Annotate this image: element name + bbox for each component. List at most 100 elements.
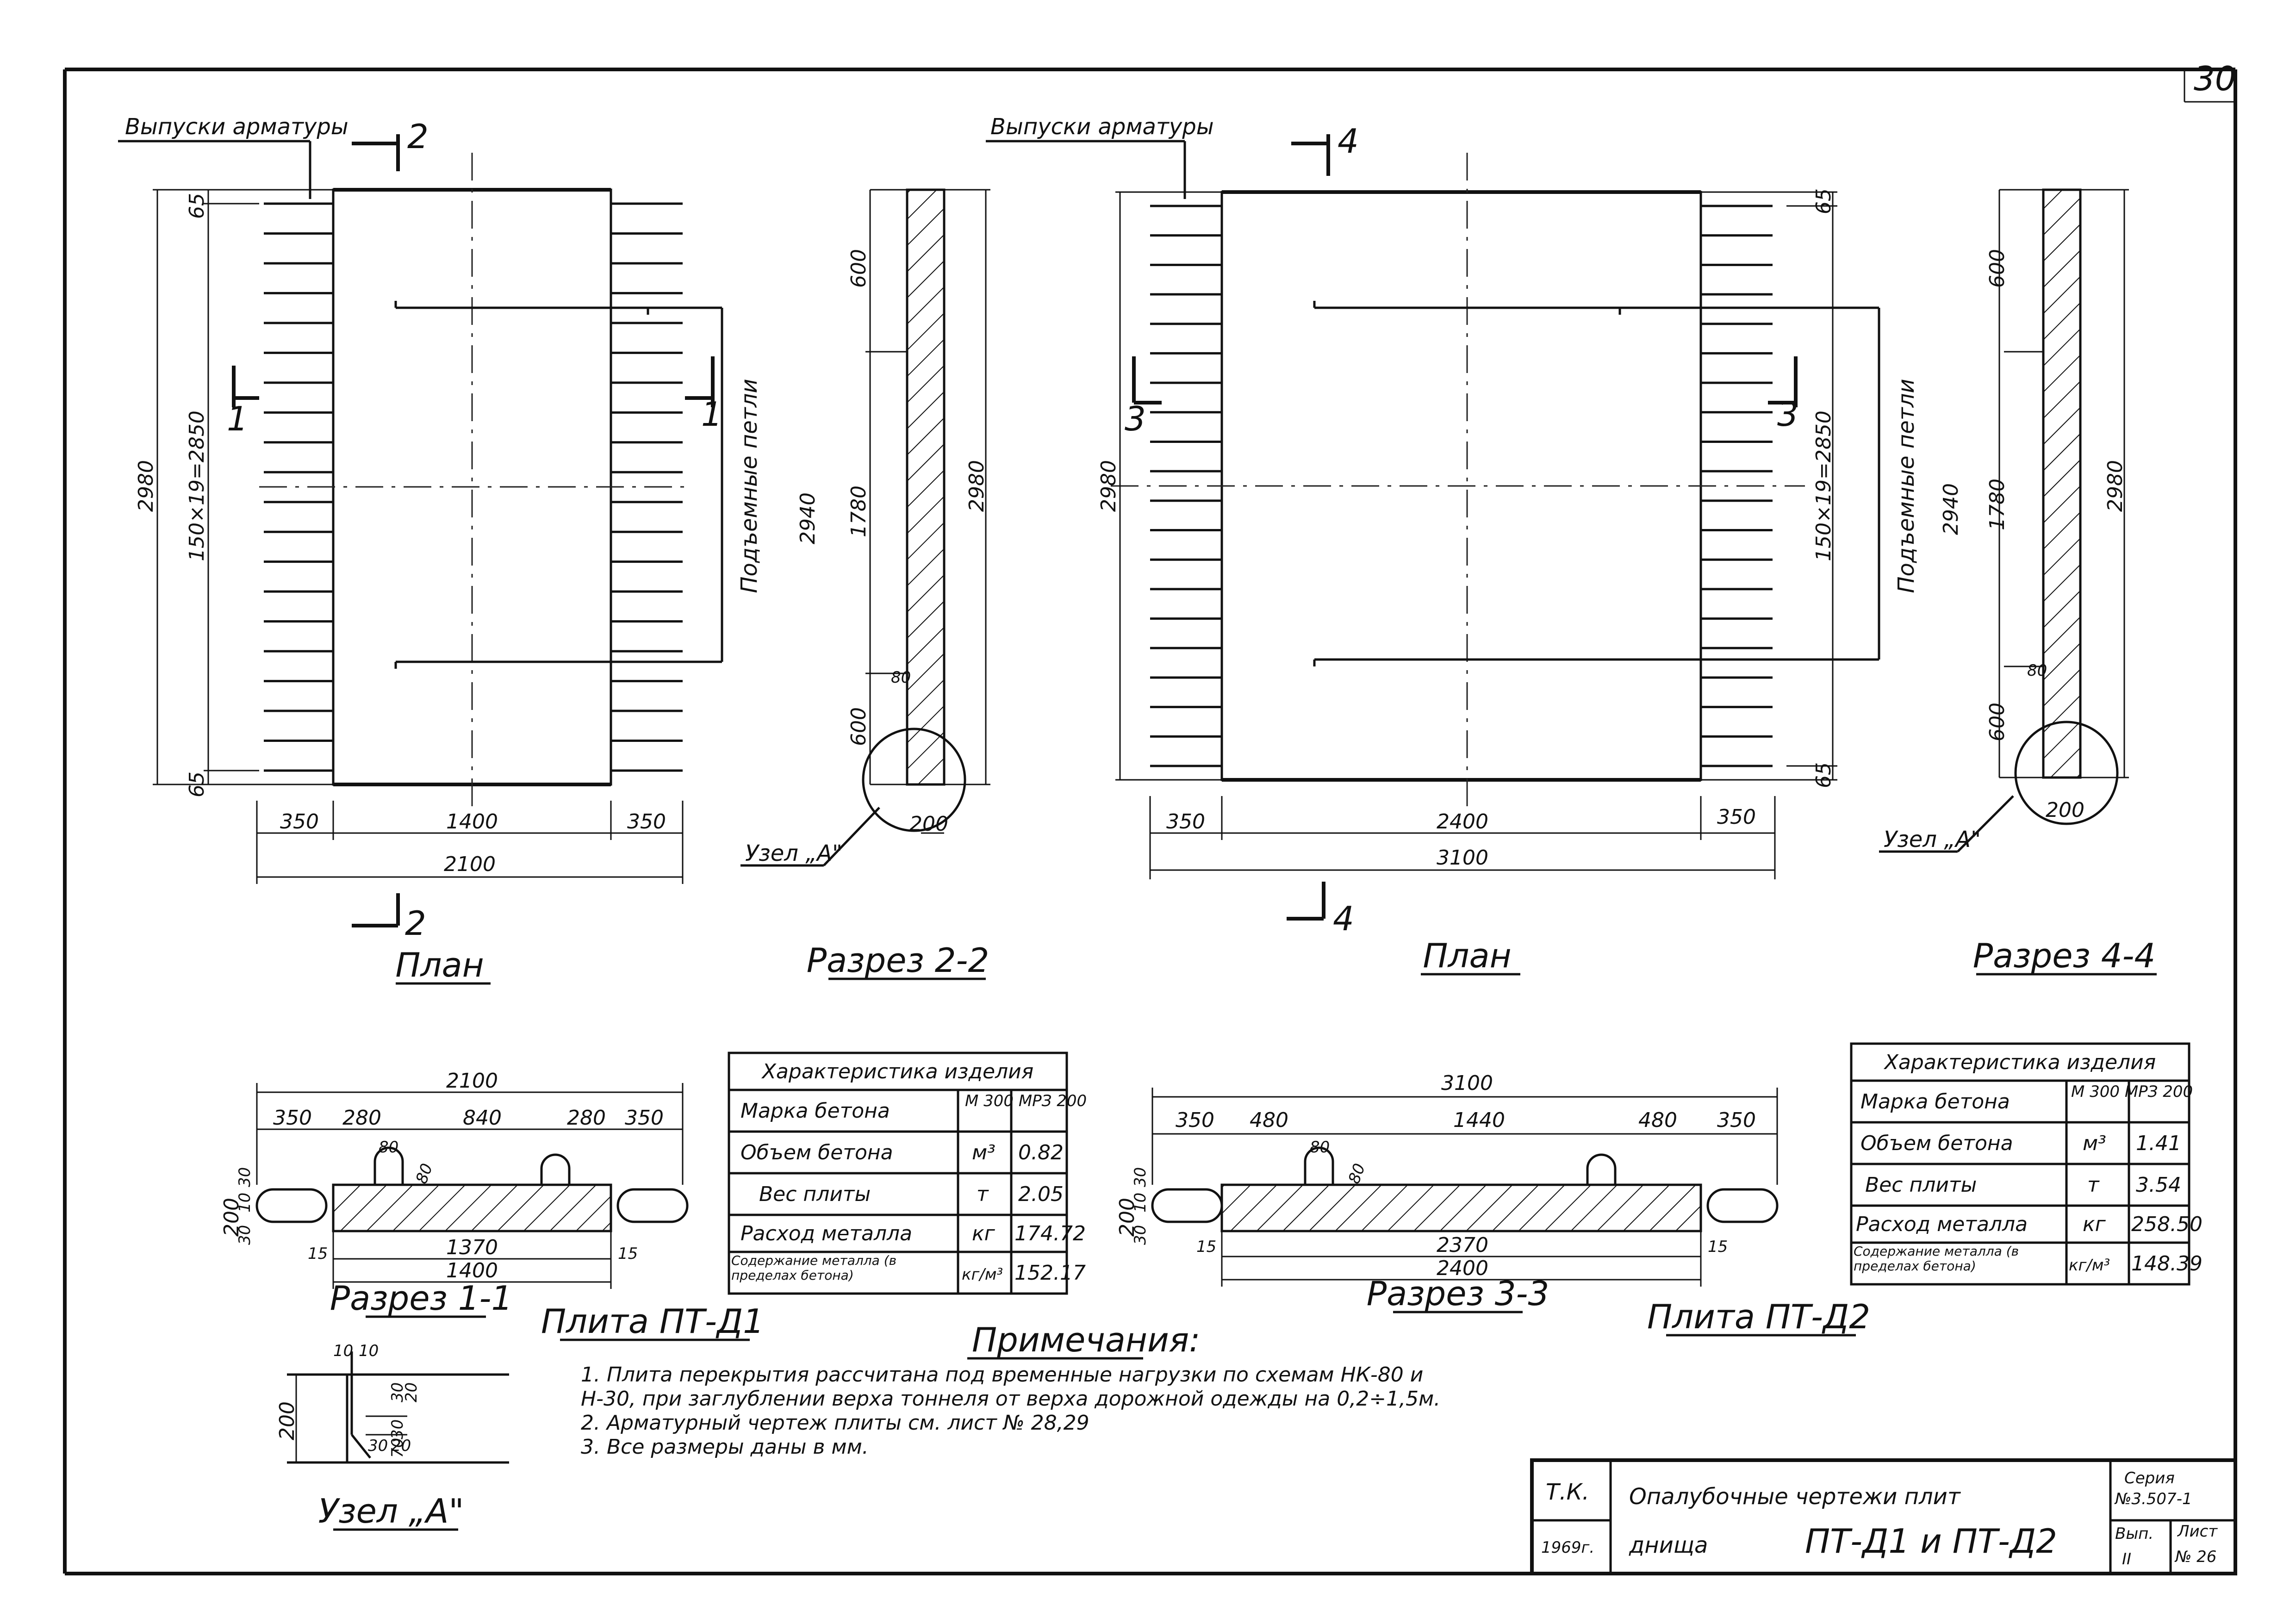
right-cut-3-left: 3 [1125,399,1146,438]
right-section-3-3 [1151,1088,1779,1287]
left-table-row4-unit: кг/м³ [962,1265,1003,1284]
right-table-row2-label: Вес плиты [1865,1173,1977,1197]
tb-title-line2: днища [1629,1532,1708,1558]
right-s33-15r: 15 [1708,1238,1728,1256]
left-s22-2940: 2940 [796,492,820,544]
tb-sheet-label: Лист [2177,1522,2218,1541]
right-section-3-3-title: Разрез 3-3 [1367,1274,1549,1313]
node-a-d20b: 20 [391,1437,411,1455]
left-s11-80b: 80 [412,1161,436,1186]
right-table-row1-unit: м³ [2083,1132,2106,1155]
note-3: 3. Все размеры даны в мм. [581,1435,869,1459]
left-s11-280-l: 280 [342,1106,381,1130]
right-s33-350-r: 350 [1717,1108,1756,1132]
left-rebar-label: Выпуски арматуры [125,114,348,140]
left-s11-280-r: 280 [567,1106,606,1130]
node-a-d20: 20 [402,1382,421,1402]
node-a-title: Узел „А" [318,1492,464,1531]
left-section-2-2 [862,188,990,834]
left-s22-1780: 1780 [847,485,871,537]
left-dim-350-r: 350 [627,810,666,834]
right-table-row2-value: 3.54 [2136,1173,2181,1197]
right-dim-3100: 3100 [1437,846,1488,870]
left-table-row2-unit: т [977,1182,989,1206]
left-s22-80: 80 [891,668,911,687]
left-section-1-1 [255,1083,689,1289]
left-dim-top-offset: 65 [185,193,209,219]
right-dim-2400: 2400 [1437,810,1488,834]
right-s33-15l: 15 [1196,1238,1216,1256]
right-dim-bar-spacing: 150×19=2850 [1812,411,1836,561]
right-s44-1780: 1780 [1985,479,2009,530]
note-1: 1. Плита перекрытия рассчитана под време… [581,1363,1441,1411]
left-s11-350-l: 350 [273,1106,312,1130]
left-s11-15l: 15 [308,1244,328,1263]
left-cut-2-top: 2 [407,117,429,156]
left-plan-hdims [256,801,684,884]
left-plan-vdims [153,189,333,785]
left-plan [259,153,723,815]
left-cut-1-left: 1 [227,399,248,438]
right-s44-2940: 2940 [1939,483,1963,535]
right-s44-80: 80 [2027,661,2047,680]
note-2: 2. Арматурный чертеж плиты см. лист № 28… [581,1411,1089,1435]
right-s33-2400: 2400 [1437,1257,1488,1280]
sheet-number: 30 [2194,59,2236,98]
left-rebar-outlets [264,202,683,772]
right-s33-200: 200 [1115,1198,1139,1237]
node-a-d10a: 10 [333,1342,353,1360]
left-section-1-1-title: Разрез 1-1 [330,1279,513,1318]
right-s33-1440: 1440 [1453,1108,1505,1132]
right-s44-200: 200 [2046,798,2084,822]
left-table-row1-label: Объем бетона [740,1141,893,1164]
right-cut-3-right: 3 [1777,395,1798,434]
right-rebar-label: Выпуски арматуры [990,114,1214,140]
left-s22-200: 200 [909,812,948,836]
right-s33-480-r: 480 [1638,1108,1677,1132]
left-dim-1400: 1400 [446,810,498,834]
left-table-row2-label: Вес плиты [759,1182,871,1206]
right-dim-total-height: 2980 [1097,460,1120,512]
right-s33-80a: 80 [1310,1138,1330,1157]
tb-org: Т.К. [1546,1479,1589,1505]
left-plate-title: Плита ПТ-Д1 [541,1302,764,1341]
node-a-d30: 30 [388,1382,407,1402]
tb-sheet-value: № 26 [2174,1548,2216,1566]
left-loops-label: Подъемные петли [736,379,762,593]
tb-title-line1: Опалубочные чертежи плит [1629,1484,1961,1510]
tb-issue-value: II [2122,1550,2131,1568]
right-table-row3-label: Расход металла [1856,1213,2028,1236]
right-table-row0-unit: М 300 МРЗ 200 [2071,1083,2193,1101]
right-table-grid [1850,1042,2190,1286]
right-dim-350-l: 350 [1166,810,1205,834]
left-table-row1-value: 0.82 [1018,1141,1064,1164]
right-table-row2-unit: т [2087,1173,2100,1197]
right-table-header: Характеристика изделия [1884,1051,2156,1074]
left-s11-1400: 1400 [446,1259,498,1282]
tb-series-label: Серия [2124,1469,2175,1487]
right-s33-30b: 30 [1131,1225,1150,1245]
left-s22-2980: 2980 [965,460,989,512]
right-s44-node-ref: Узел „А" [1884,827,1981,852]
left-dim-bottom-offset: 65 [185,772,209,797]
left-cut-2-bottom: 2 [405,904,426,943]
node-a-d70: 70 [388,1438,407,1458]
tb-year: 1969г. [1541,1538,1594,1557]
left-s22-600-bot: 600 [847,707,871,746]
left-s11-30a: 30 [236,1167,254,1187]
right-table-row3-value: 258.50 [2131,1213,2203,1236]
left-section-2-2-title: Разрез 2-2 [807,941,989,980]
left-cut-1-right: 1 [701,395,722,434]
tb-issue-label: Вып. [2115,1524,2153,1543]
left-s11-2100: 2100 [446,1069,498,1093]
left-table-row0-unit: М 300 МРЗ 200 [965,1092,1087,1110]
right-s33-480-l: 480 [1250,1108,1288,1132]
node-a-d30c: 30 [368,1437,388,1455]
left-table-row3-unit: кг [972,1222,996,1245]
right-table-row4-value: 148.39 [2131,1252,2203,1276]
left-dim-total-height: 2980 [134,460,158,512]
right-table-row0-label: Марка бетона [1860,1090,2010,1114]
right-section-4-4 [1998,188,2129,825]
node-a-d10b: 10 [359,1342,379,1360]
